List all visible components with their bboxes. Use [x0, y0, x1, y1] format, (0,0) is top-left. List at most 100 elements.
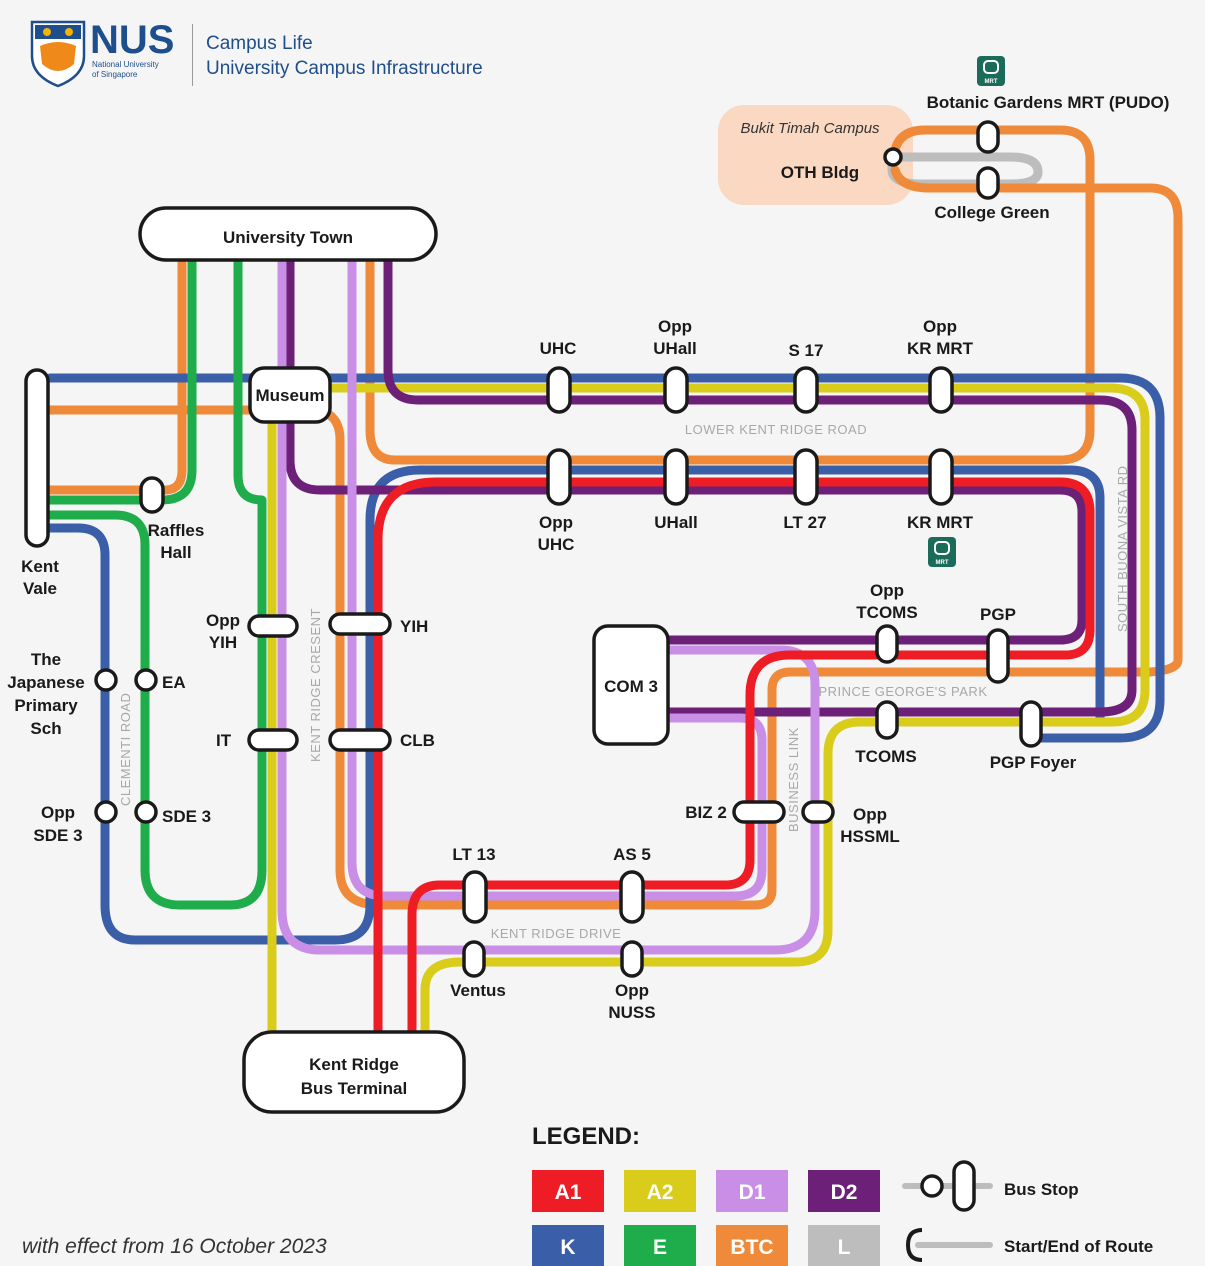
route-btc-line-3	[43, 257, 187, 495]
stop-opp-kr-mrt[interactable]	[928, 366, 954, 414]
hub-museum-label: Museum	[256, 386, 325, 405]
hub-kent-vale[interactable]	[24, 368, 50, 548]
stop-opp-kr-mrt-label-2: KR MRT	[907, 339, 974, 358]
legend-route-label-a2: A2	[647, 1181, 674, 1204]
stop-ea[interactable]	[134, 668, 158, 692]
legend-route-label-btc: BTC	[730, 1236, 773, 1259]
legend-bus-stop-label: Bus Stop	[1004, 1180, 1079, 1199]
stop-opp-nuss[interactable]	[620, 940, 644, 978]
stop-opp-uhall[interactable]	[663, 366, 689, 414]
stop-college-green-label: College Green	[934, 203, 1049, 222]
legend-swatch-e	[624, 1225, 696, 1266]
legend-swatch-btc	[716, 1225, 788, 1266]
stop-botanic-gardens[interactable]	[976, 120, 1000, 154]
oth-bldg-terminus[interactable]	[883, 147, 903, 167]
stop-raffles-hall[interactable]	[139, 476, 165, 514]
stop-uhc-label: UHC	[540, 339, 577, 358]
stop-japanese-school[interactable]	[94, 668, 118, 692]
stop-japanese-school-label-1: The	[31, 650, 61, 669]
nus-logo-text: NUS	[90, 18, 175, 62]
stop-opp-hssml[interactable]	[801, 800, 835, 824]
stop-sde3[interactable]	[134, 800, 158, 824]
hub-kent-vale-label-1: Kent	[21, 557, 59, 576]
stop-japanese-school-label-4: Sch	[30, 719, 61, 738]
hub-university-town[interactable]	[138, 206, 438, 262]
stop-as5-label: AS 5	[613, 845, 651, 864]
stop-opp-uhc-label-2: UHC	[538, 535, 575, 554]
road-kent-ridge-cresent: KENT RIDGE CRESENT	[308, 608, 323, 762]
stop-lt27[interactable]	[793, 448, 819, 506]
stop-uhall[interactable]	[663, 448, 689, 506]
stop-college-green[interactable]	[976, 166, 1000, 200]
route-a2-line	[325, 383, 1150, 1045]
route-btc-line-2	[45, 165, 1183, 910]
stop-as5[interactable]	[619, 870, 645, 924]
stop-opp-yih[interactable]	[247, 614, 299, 638]
nus-crest-icon	[30, 20, 86, 88]
legend-title: LEGEND:	[532, 1123, 640, 1150]
route-btc-line	[365, 125, 1095, 465]
stop-opp-sde3-label-2: SDE 3	[33, 826, 82, 845]
stop-uhall-label: UHall	[654, 513, 697, 532]
stop-yih[interactable]	[328, 612, 392, 636]
legend-route-label-k: K	[560, 1236, 575, 1259]
legend-route-label-a1: A1	[555, 1181, 582, 1204]
stop-tcoms-label: TCOMS	[855, 747, 916, 766]
legend-route-label-d1: D1	[739, 1181, 766, 1204]
stop-pgp[interactable]	[986, 628, 1010, 684]
mrt-icon-text: MRT	[985, 79, 998, 85]
stop-clb[interactable]	[328, 728, 392, 752]
stop-opp-tcoms[interactable]	[875, 624, 899, 664]
stop-opp-yih-label-2: YIH	[209, 633, 237, 652]
stop-ventus-label: Ventus	[450, 981, 506, 1000]
road-kent-ridge-drive: KENT RIDGE DRIVE	[491, 926, 622, 941]
stop-lt27-label: LT 27	[783, 513, 826, 532]
stop-lt13[interactable]	[462, 870, 488, 924]
hub-museum[interactable]	[248, 366, 332, 424]
stop-lt13-label: LT 13	[452, 845, 495, 864]
bukit-timah-campus-area	[718, 105, 913, 205]
stop-pgp-foyer[interactable]	[1019, 700, 1043, 748]
stop-opp-uhc-label-1: Opp	[539, 513, 573, 532]
stop-s17-label: S 17	[789, 341, 824, 360]
stop-pgp-label: PGP	[980, 605, 1016, 624]
stop-kr-mrt[interactable]	[928, 448, 954, 506]
legend-route-label-e: E	[653, 1236, 667, 1259]
road-clementi: CLEMENTI ROAD	[118, 693, 133, 806]
stop-ea-label: EA	[162, 673, 186, 692]
stop-opp-uhall-label-1: Opp	[658, 317, 692, 336]
route-a1-line	[373, 477, 1095, 1045]
hub-com3[interactable]	[592, 624, 670, 746]
legend-swatch-a2	[624, 1170, 696, 1212]
route-d1-line-2	[347, 257, 767, 901]
stop-raffles-hall-label-2: Hall	[160, 543, 191, 562]
hub-kent-vale-label-2: Vale	[23, 579, 57, 598]
stop-it-label: IT	[216, 731, 232, 750]
stop-opp-sde3[interactable]	[94, 800, 118, 824]
stop-uhc[interactable]	[546, 366, 572, 414]
stop-tcoms[interactable]	[875, 700, 899, 740]
stop-opp-tcoms-label-2: TCOMS	[856, 603, 917, 622]
route-k-line	[45, 373, 1165, 743]
stop-it[interactable]	[247, 728, 299, 752]
stop-yih-label: YIH	[400, 617, 428, 636]
legend-swatch-d1	[716, 1170, 788, 1212]
stop-s17[interactable]	[793, 366, 819, 414]
hub-kent-ridge-terminal[interactable]	[242, 1030, 466, 1114]
stop-biz2[interactable]	[732, 800, 786, 824]
oth-bldg-label: OTH Bldg	[781, 163, 859, 182]
hub-terminal-label-2: Bus Terminal	[301, 1079, 407, 1098]
stop-opp-uhc[interactable]	[546, 448, 572, 506]
nus-logo-subtext-1: National University	[92, 60, 159, 69]
mrt-icon: MRT	[977, 56, 1005, 86]
legend-swatch-l	[808, 1225, 880, 1266]
route-l-line	[887, 152, 1043, 189]
stop-japanese-school-label-2: Japanese	[7, 673, 85, 692]
stop-ventus[interactable]	[462, 940, 486, 978]
mrt-icon-text: MRT	[936, 560, 949, 566]
stop-opp-hssml-label-1: Opp	[853, 805, 887, 824]
bukit-timah-campus-label: Bukit Timah Campus	[740, 120, 880, 137]
legend-start-end-symbol	[905, 1228, 993, 1262]
